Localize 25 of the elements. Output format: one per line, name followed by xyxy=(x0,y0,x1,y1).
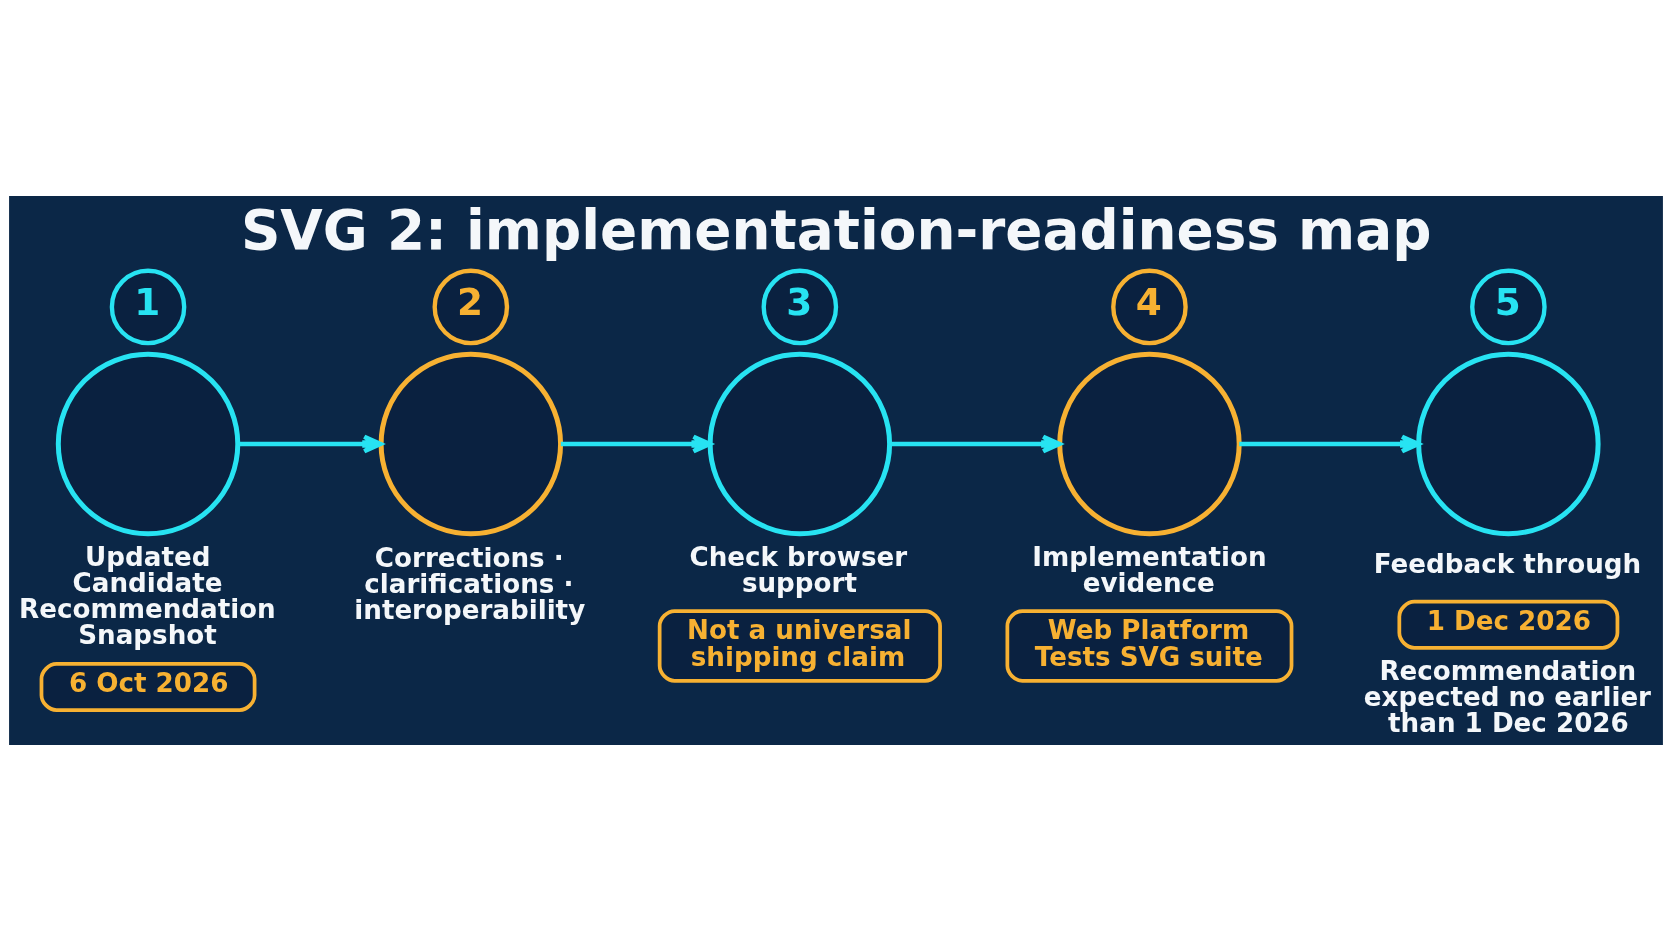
node-circle xyxy=(1416,351,1601,537)
node-circle: 5 xyxy=(1470,268,1547,346)
node-circle: 1 xyxy=(109,268,187,346)
node-label: Feedback through xyxy=(1373,548,1642,579)
arrow xyxy=(560,434,712,454)
node-circle xyxy=(378,351,564,537)
node-circle: 2 xyxy=(432,268,510,346)
node-circle xyxy=(1057,351,1242,537)
node-circle xyxy=(707,351,893,537)
node-label: Check browser support xyxy=(689,541,908,599)
node-box: 6 Oct 2026 xyxy=(39,662,257,712)
arrow xyxy=(1239,434,1421,454)
node-box: Web Platform Tests SVG suite xyxy=(1005,609,1294,683)
node-label: Corrections · clarifications · interoperability xyxy=(354,542,586,625)
node-label: Updated Candidate Recommendation Snapshot xyxy=(19,541,276,651)
diagram-title: SVG 2: implementation-readiness map xyxy=(240,197,1432,262)
node-circle: 3 xyxy=(761,268,839,346)
arrow xyxy=(890,434,1062,454)
node-circle xyxy=(55,351,241,537)
arrow xyxy=(238,434,383,454)
node-circle: 4 xyxy=(1111,268,1188,346)
node-box: 1 Dec 2026 xyxy=(1397,599,1620,650)
node-box: Not a universal shipping claim xyxy=(657,609,942,683)
node-label: Implementation evidence xyxy=(1032,541,1267,599)
node-label: Recommendation expected no earlier than 1 Dec 2026 xyxy=(1363,655,1652,739)
